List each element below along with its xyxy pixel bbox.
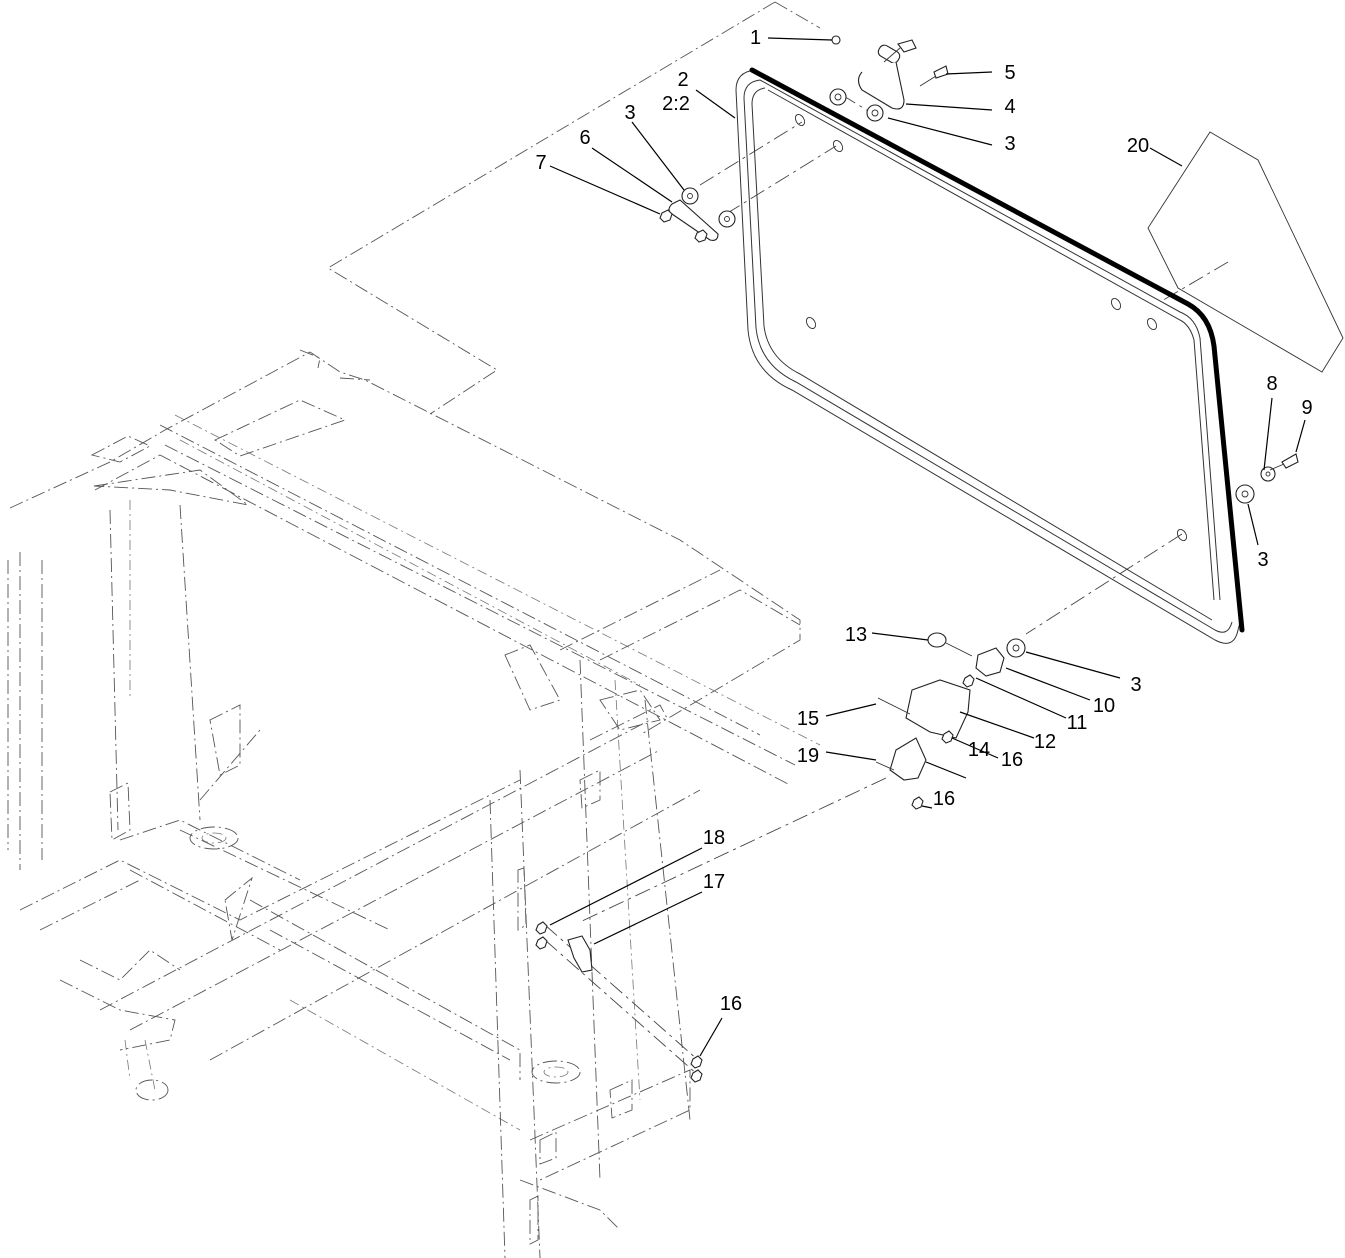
callout-7: 7: [535, 152, 546, 174]
callout-3d: 3: [1130, 674, 1141, 696]
assembly-centerlines: [544, 94, 1229, 1076]
callout-8: 8: [1266, 373, 1277, 395]
striker-assembly[interactable]: [535, 921, 703, 1083]
cab-frame-phantom: [7, 349, 821, 1258]
callout-16a: 16: [1001, 749, 1023, 771]
callout-16b: 16: [933, 788, 955, 810]
window-frame-part-2[interactable]: [735, 67, 1245, 644]
callout-13: 13: [845, 624, 867, 646]
callout-labels: 1 2 2:2 3 3 3 3 4 5 6 7 8 9 10 11 12 13 …: [535, 27, 1312, 1015]
callout-1: 1: [750, 27, 761, 49]
left-link-assembly[interactable]: [659, 187, 736, 243]
top-hinge-assembly[interactable]: [829, 35, 949, 122]
callout-19: 19: [797, 745, 819, 767]
callout-17: 17: [703, 871, 725, 893]
callout-6: 6: [579, 127, 590, 149]
callout-5: 5: [1004, 62, 1015, 84]
callout-3c: 3: [1257, 549, 1268, 571]
callout-2: 2: [677, 69, 688, 91]
leader-lines: [549, 37, 1306, 1057]
callout-3b: 3: [1004, 133, 1015, 155]
latch-assembly[interactable]: [875, 632, 1026, 810]
callout-9: 9: [1301, 397, 1312, 419]
callout-16c: 16: [720, 993, 742, 1015]
callout-11: 11: [1067, 712, 1088, 734]
callout-3a: 3: [624, 102, 635, 124]
callout-12: 12: [1034, 731, 1056, 753]
callout-10: 10: [1093, 695, 1115, 717]
callout-2-2: 2:2: [662, 93, 690, 115]
callout-14: 14: [968, 739, 990, 761]
washer-icon: [831, 35, 841, 45]
callout-4: 4: [1004, 96, 1015, 118]
reference-plane-outline: [327, 1, 821, 415]
callout-18: 18: [703, 827, 725, 849]
decal-part-20[interactable]: [1147, 131, 1344, 373]
callout-15: 15: [797, 708, 819, 730]
callout-20: 20: [1127, 135, 1149, 157]
right-side-hardware[interactable]: [1235, 453, 1299, 504]
